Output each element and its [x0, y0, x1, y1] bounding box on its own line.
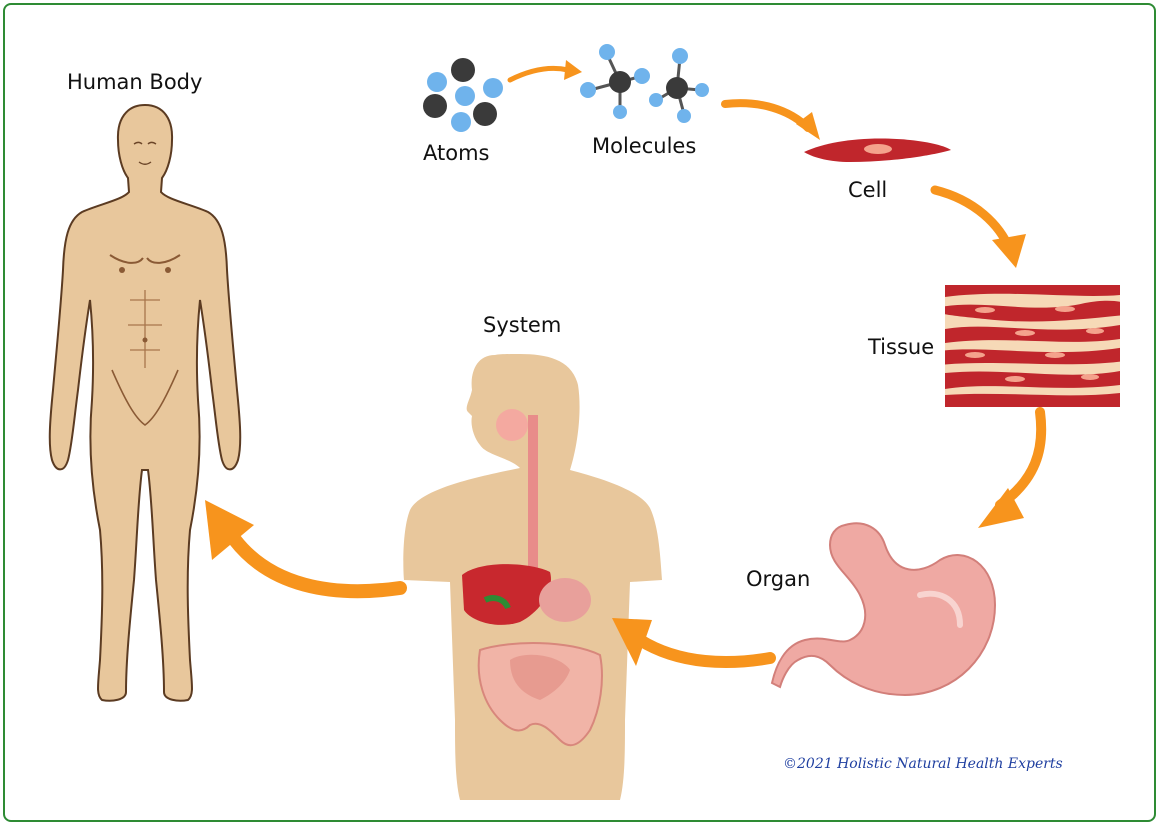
arrow-atoms-to-molecules-head	[564, 60, 582, 80]
arrow-system-to-body	[235, 540, 400, 591]
arrow-molecules-to-cell	[725, 103, 808, 128]
arrow-organ-to-system	[640, 640, 770, 662]
arrow-atoms-to-molecules	[510, 68, 568, 80]
arrow-cell-to-tissue-head	[992, 234, 1026, 268]
